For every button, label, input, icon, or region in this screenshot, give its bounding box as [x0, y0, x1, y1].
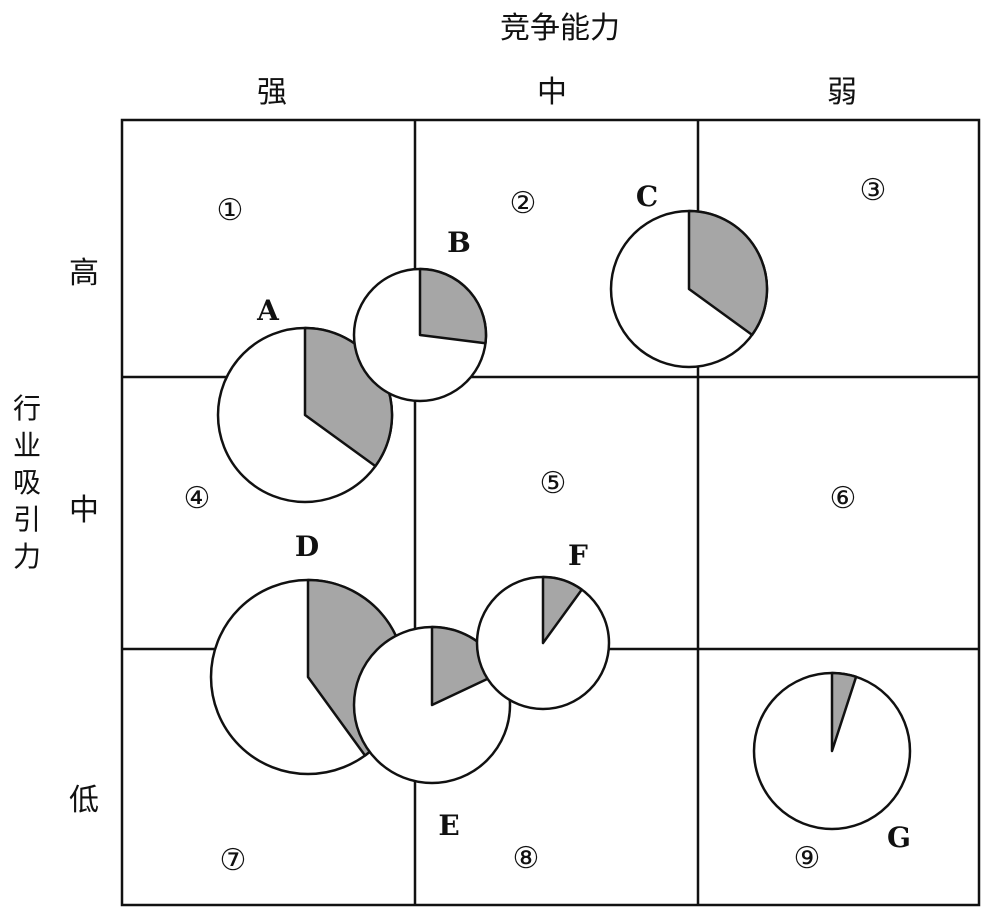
cell-number: ⑥ — [830, 481, 857, 516]
business-label-e: E — [438, 809, 459, 842]
business-bubble-g — [752, 671, 912, 831]
business-bubble-b — [352, 267, 488, 403]
cell-number: ⑨ — [794, 841, 821, 876]
x-level-medium: 中 — [537, 75, 567, 110]
market-share-slice — [687, 209, 769, 337]
x-level-strong: 强 — [257, 75, 287, 110]
y-title-char: 力 — [13, 540, 41, 573]
business-bubble-c — [609, 209, 769, 369]
y-title-char: 吸 — [13, 466, 41, 499]
y-title-char: 行 — [13, 392, 41, 425]
market-share-slice — [541, 575, 584, 645]
cell-number: ⑧ — [513, 841, 540, 876]
x-axis-title: 竞争能力 — [500, 11, 620, 46]
cell-number: ① — [217, 193, 244, 228]
business-label-d: D — [295, 530, 319, 563]
y-level-low: 低 — [69, 783, 99, 818]
x-level-weak: 弱 — [827, 75, 857, 110]
market-share-slice — [418, 267, 488, 345]
business-label-f: F — [568, 539, 588, 572]
business-label-a: A — [256, 294, 280, 327]
cell-number: ④ — [184, 481, 211, 516]
y-level-high: 高 — [69, 256, 99, 291]
business-bubbles — [209, 209, 912, 831]
y-title-char: 引 — [13, 503, 41, 536]
business-bubble-e — [352, 625, 512, 785]
business-labels: A B C D E F G — [256, 180, 911, 854]
cell-number: ③ — [860, 173, 887, 208]
business-label-c: C — [636, 180, 658, 213]
market-share-slice — [830, 671, 858, 753]
cell-numbers: ① ② ③ ④ ⑤ ⑥ ⑦ ⑧ ⑨ — [184, 173, 887, 878]
cell-number: ② — [510, 186, 537, 221]
y-level-medium: 中 — [69, 493, 99, 528]
cell-number: ⑤ — [540, 466, 567, 501]
business-label-b: B — [447, 226, 471, 259]
cell-number: ⑦ — [220, 843, 247, 878]
business-label-g: G — [887, 821, 911, 854]
grid-border — [120, 118, 981, 907]
y-axis-title: 行 业 吸 引 力 — [13, 392, 41, 573]
business-bubble-f — [475, 575, 611, 711]
y-title-char: 业 — [13, 429, 41, 462]
